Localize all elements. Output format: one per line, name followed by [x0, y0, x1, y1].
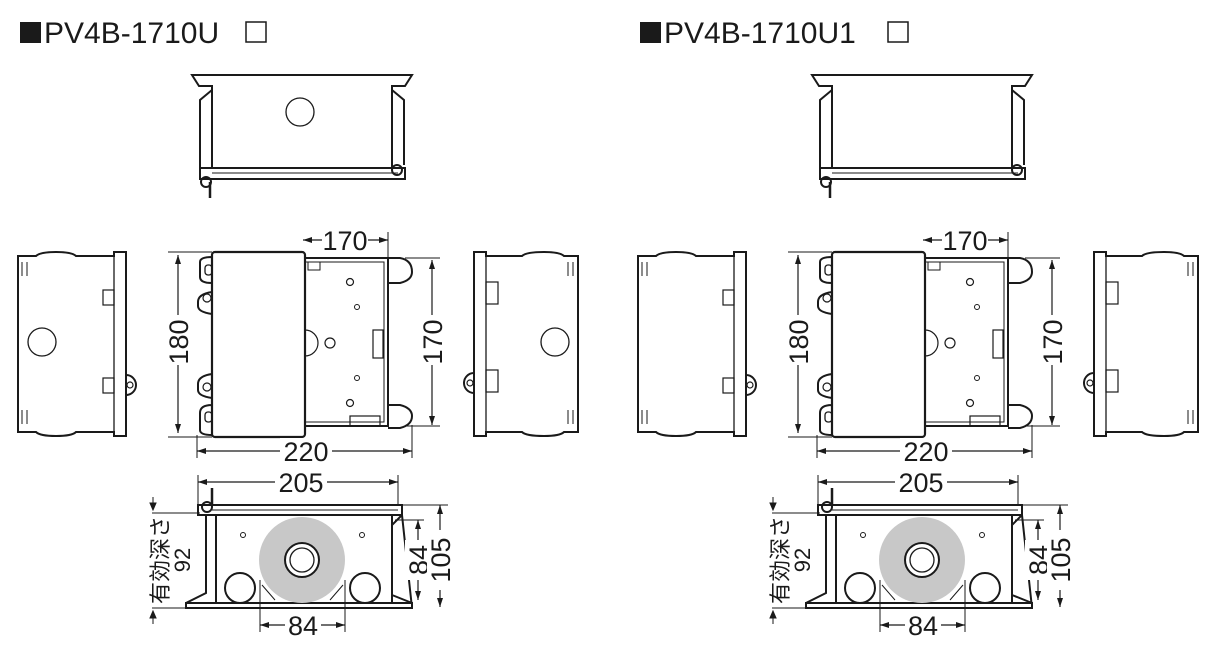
effective-depth-label: 有効深さ	[768, 516, 793, 604]
front-dimensions: 170 180 170 220	[164, 226, 448, 467]
variant-box	[887, 21, 909, 43]
variant-box	[245, 21, 267, 43]
effective-depth-value: 92	[790, 548, 815, 572]
dim-hole-width: 84	[908, 611, 938, 641]
drawing-panel-1: PV4B-1710U1 170 180 170 220	[637, 17, 1199, 641]
effective-depth-value: 92	[170, 548, 195, 572]
dim-width-bottom: 205	[898, 468, 943, 498]
model-name: PV4B-1710U1	[664, 17, 856, 50]
dim-height-outer: 180	[784, 319, 814, 364]
dim-top-width: 170	[322, 226, 367, 256]
dim-depth-outer: 105	[426, 537, 456, 582]
dim-width-outer: 220	[903, 437, 948, 467]
bottom-dimensions: 205 84 105 84 有効深さ 92	[768, 468, 1076, 641]
model-title: PV4B-1710U1	[640, 17, 909, 50]
right-side-view	[463, 250, 579, 438]
dim-width-outer: 220	[283, 437, 328, 467]
left-side-view	[17, 250, 137, 438]
dim-height-outer: 180	[164, 319, 194, 364]
dim-hole-width: 84	[288, 611, 318, 641]
effective-depth-label: 有効深さ	[148, 516, 173, 604]
top-view	[190, 74, 414, 198]
top-view	[810, 74, 1034, 198]
front-view	[197, 250, 414, 439]
drawing-panel-0: PV4B-1710U 170 180 170 220	[17, 17, 579, 641]
dim-depth-outer: 105	[1046, 537, 1076, 582]
model-name: PV4B-1710U	[44, 17, 219, 50]
right-side-view	[1083, 250, 1199, 438]
bottom-dimensions: 205 84 105 84 有効深さ 92	[148, 468, 456, 641]
front-dimensions: 170 180 170 220	[784, 226, 1068, 467]
model-title: PV4B-1710U	[20, 17, 267, 50]
dim-top-width: 170	[942, 226, 987, 256]
title-bullet-icon	[640, 22, 661, 43]
left-side-view	[637, 250, 757, 438]
dim-height-inner: 170	[1038, 319, 1068, 364]
front-view	[817, 250, 1034, 439]
bottom-view	[185, 488, 413, 609]
title-bullet-icon	[20, 22, 41, 43]
dim-width-bottom: 205	[278, 468, 323, 498]
bottom-view	[805, 488, 1033, 609]
dim-height-inner: 170	[418, 319, 448, 364]
